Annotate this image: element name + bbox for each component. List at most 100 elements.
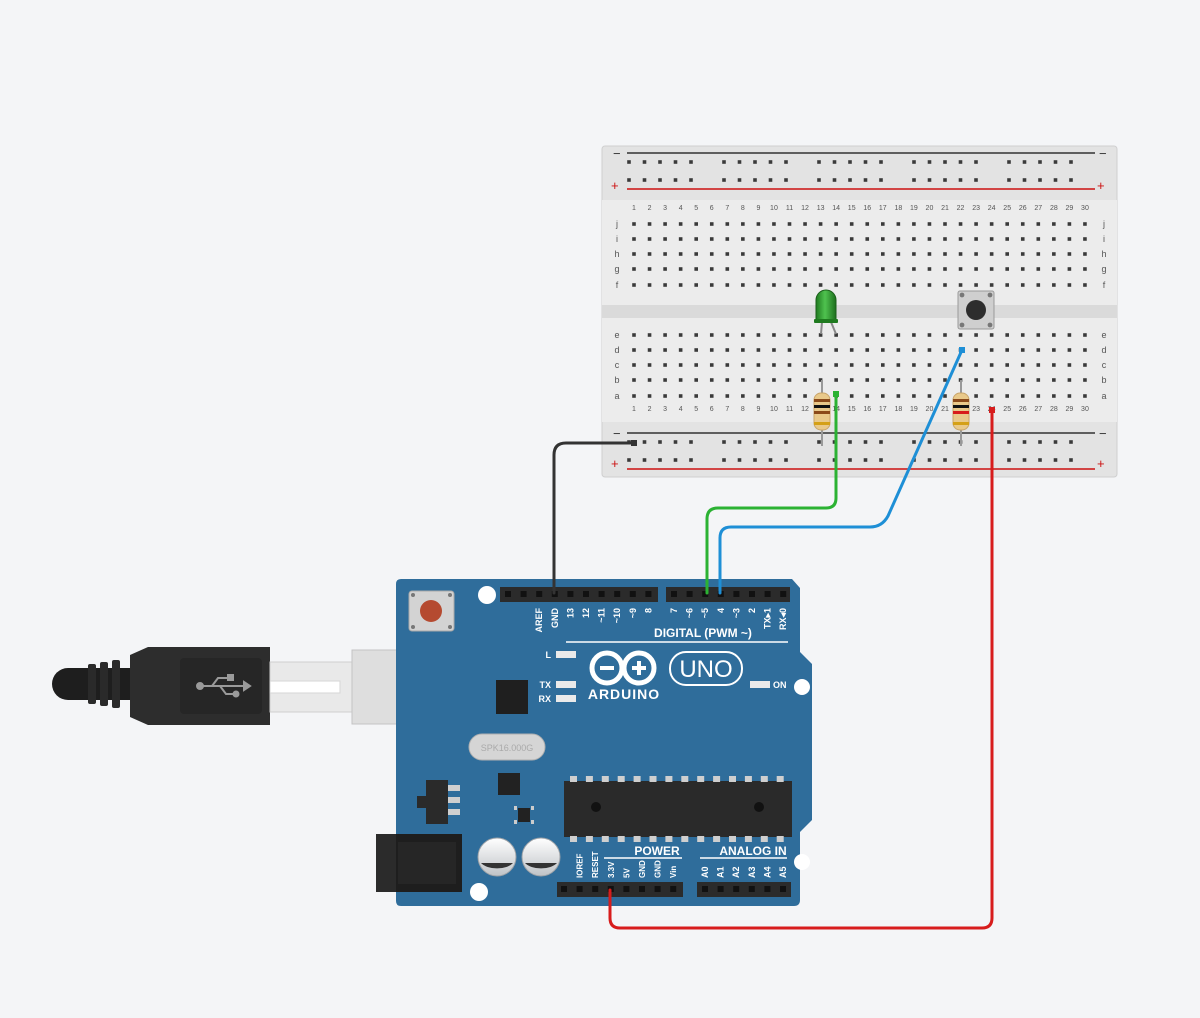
breadboard-hole[interactable] [756,252,761,256]
green-led[interactable] [814,289,838,335]
breadboard-hole[interactable] [849,267,854,271]
breadboard-hole[interactable] [787,252,792,256]
breadboard-hole[interactable] [1005,222,1009,226]
analog-header[interactable] [697,882,791,897]
rail-hole[interactable] [1022,440,1027,444]
breadboard-hole[interactable] [849,363,854,367]
breadboard-hole[interactable] [678,222,683,226]
breadboard-hole[interactable] [647,252,652,256]
breadboard-hole[interactable] [725,363,730,367]
breadboard-hole[interactable] [663,394,667,398]
breadboard-hole[interactable] [1067,348,1072,352]
breadboard-hole[interactable] [818,378,823,382]
rail-hole[interactable] [863,160,868,164]
rail-hole[interactable] [1053,458,1058,462]
breadboard-hole[interactable] [881,348,885,352]
breadboard-hole[interactable] [694,252,698,256]
breadboard-hole[interactable] [803,222,807,226]
breadboard-hole[interactable] [865,394,870,398]
rail-hole[interactable] [1038,440,1042,444]
breadboard-hole[interactable] [725,394,730,398]
breadboard-hole[interactable] [1036,378,1041,382]
digital-header-left[interactable] [500,587,658,602]
breadboard-hole[interactable] [1005,237,1009,241]
breadboard-hole[interactable] [989,252,994,256]
breadboard-hole[interactable] [912,394,916,398]
rail-hole[interactable] [642,160,647,164]
breadboard-hole[interactable] [943,348,947,352]
rail-hole[interactable] [863,458,868,462]
rail-hole[interactable] [1038,458,1042,462]
breadboard-hole[interactable] [818,333,823,337]
breadboard-hole[interactable] [647,237,652,241]
rail-hole[interactable] [642,458,647,462]
rail-hole[interactable] [1022,160,1027,164]
rail-hole[interactable] [784,458,788,462]
breadboard-hole[interactable] [989,348,994,352]
breadboard-hole[interactable] [709,348,714,352]
breadboard-hole[interactable] [772,394,776,398]
breadboard-hole[interactable] [1036,222,1041,226]
rail-hole[interactable] [943,178,947,182]
breadboard-hole[interactable] [1052,267,1056,271]
breadboard-hole[interactable] [1020,222,1025,226]
breadboard-hole[interactable] [943,222,947,226]
breadboard-hole[interactable] [974,363,978,367]
breadboard-hole[interactable] [974,222,978,226]
breadboard-hole[interactable] [709,252,714,256]
breadboard-hole[interactable] [912,252,916,256]
rail-hole[interactable] [753,440,757,444]
breadboard-hole[interactable] [881,394,885,398]
breadboard-hole[interactable] [725,237,730,241]
breadboard-hole[interactable] [927,237,932,241]
breadboard-hole[interactable] [772,363,776,367]
breadboard-hole[interactable] [849,283,854,287]
rail-hole[interactable] [1022,458,1027,462]
breadboard-hole[interactable] [772,252,776,256]
breadboard-hole[interactable] [865,222,870,226]
breadboard-hole[interactable] [632,363,636,367]
rail-hole[interactable] [673,178,678,182]
breadboard-hole[interactable] [803,378,807,382]
breadboard-hole[interactable] [632,222,636,226]
breadboard-hole[interactable] [1005,394,1009,398]
breadboard-hole[interactable] [943,333,947,337]
breadboard-hole[interactable] [927,267,932,271]
breadboard-hole[interactable] [663,378,667,382]
rail-hole[interactable] [879,440,883,444]
rail-hole[interactable] [689,440,693,444]
rail-hole[interactable] [1053,178,1058,182]
breadboard-hole[interactable] [818,222,823,226]
breadboard-hole[interactable] [678,237,683,241]
breadboard-hole[interactable] [741,363,745,367]
breadboard-hole[interactable] [1020,363,1025,367]
breadboard-hole[interactable] [1036,283,1041,287]
breadboard-hole[interactable] [834,378,838,382]
breadboard-hole[interactable] [1020,283,1025,287]
rail-hole[interactable] [974,440,978,444]
breadboard-hole[interactable] [943,394,947,398]
rail-hole[interactable] [817,458,821,462]
breadboard-hole[interactable] [647,363,652,367]
breadboard-hole[interactable] [741,333,745,337]
breadboard-hole[interactable] [632,267,636,271]
breadboard-hole[interactable] [974,267,978,271]
rail-hole[interactable] [817,178,821,182]
breadboard-hole[interactable] [1083,222,1087,226]
breadboard-hole[interactable] [834,252,838,256]
header-pin-hole[interactable] [702,886,708,892]
reset-button[interactable] [408,590,455,632]
breadboard-hole[interactable] [647,378,652,382]
rail-hole[interactable] [753,160,757,164]
breadboard-hole[interactable] [927,348,932,352]
rail-hole[interactable] [722,440,726,444]
breadboard-hole[interactable] [772,283,776,287]
breadboard-hole[interactable] [663,252,667,256]
breadboard-hole[interactable] [756,283,761,287]
rail-hole[interactable] [642,440,647,444]
breadboard-hole[interactable] [632,394,636,398]
breadboard-hole[interactable] [974,283,978,287]
breadboard-hole[interactable] [725,252,730,256]
rail-hole[interactable] [848,458,852,462]
breadboard-hole[interactable] [663,222,667,226]
